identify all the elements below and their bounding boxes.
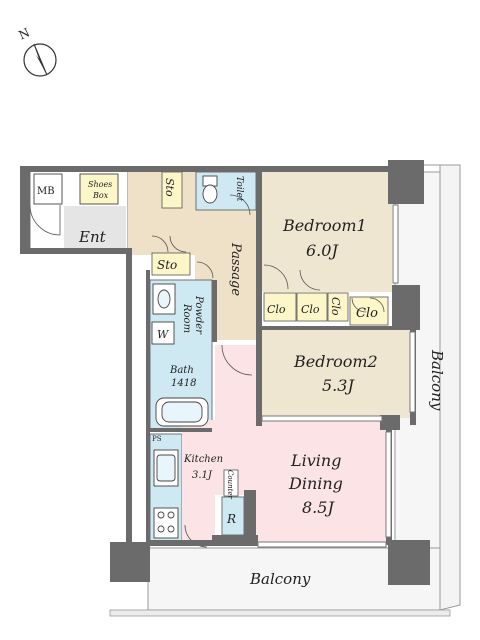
closet-1-label: Clo	[267, 303, 286, 316]
wall-column-ne	[388, 160, 424, 204]
balcony-bottom-label: Balcony	[249, 570, 311, 588]
fridge-label: R	[226, 512, 236, 526]
bedroom1-size-label: 6.0J	[306, 241, 339, 260]
compass-north-label: N	[17, 25, 32, 42]
bedroom1-label: Bedroom1	[282, 216, 367, 235]
stove	[153, 507, 179, 539]
dining-label: Dining	[288, 474, 343, 493]
shoes-box	[79, 173, 119, 205]
storage-mid-label: Sto	[157, 258, 177, 272]
powder-room-label-2: Room	[181, 303, 192, 333]
counter-label: Counter	[226, 470, 234, 500]
ps-label: PS	[152, 435, 162, 443]
storage-mid	[151, 252, 191, 276]
balcony-right-label: Balcony	[428, 349, 446, 411]
mb-label: MB	[37, 186, 55, 197]
washer-space	[151, 321, 175, 345]
living-dining-area	[182, 420, 390, 545]
bedroom2-size-label: 5.3J	[322, 376, 355, 395]
bedroom1-area	[262, 170, 392, 292]
entry-door-swing	[29, 204, 61, 236]
bath-size-label: 1418	[171, 378, 196, 389]
toilet-bowl	[202, 184, 218, 204]
kitchen-size-label: 3.1J	[192, 470, 213, 481]
sink-basin	[157, 289, 171, 309]
bath-label: Bath	[169, 365, 194, 376]
balcony-right-area	[390, 164, 461, 611]
closet-3-label: Clo	[329, 297, 342, 316]
storage-top-label: Sto	[163, 178, 176, 197]
toilet-label: Toilet	[234, 176, 244, 202]
entrance-floor	[64, 206, 126, 248]
fixtures	[33, 173, 218, 539]
counter-unit	[223, 469, 239, 497]
passage-label: Passage	[228, 242, 243, 296]
living-label: Living	[290, 451, 341, 470]
entrance-label: Ent	[78, 228, 107, 246]
kitchen-label: Kitchen	[183, 454, 223, 465]
bedroom2-area	[262, 330, 412, 418]
wall-column-se	[388, 540, 430, 585]
mb-box	[33, 173, 63, 205]
labels: MB Shoes Box Ent Sto Toilet Sto Passage …	[37, 176, 446, 588]
balcony-areas	[109, 164, 461, 617]
shoes-box-label-2: Box	[92, 191, 109, 200]
wall-column-sw	[110, 542, 150, 582]
powder-room-label-1: Powder	[193, 295, 204, 335]
bedroom2-label: Bedroom2	[293, 352, 378, 371]
compass: N	[17, 25, 57, 77]
toilet-tank	[202, 175, 218, 187]
windows	[257, 204, 416, 548]
closet-4-label: Clo	[356, 306, 378, 321]
compass-needle-dark	[36, 55, 47, 75]
washer-label: W	[157, 328, 170, 341]
passage-area	[128, 170, 260, 340]
closet-2-label: Clo	[301, 303, 320, 316]
shoes-box-label-1: Shoes	[88, 180, 112, 189]
living-size-label: 8.5J	[302, 498, 335, 517]
